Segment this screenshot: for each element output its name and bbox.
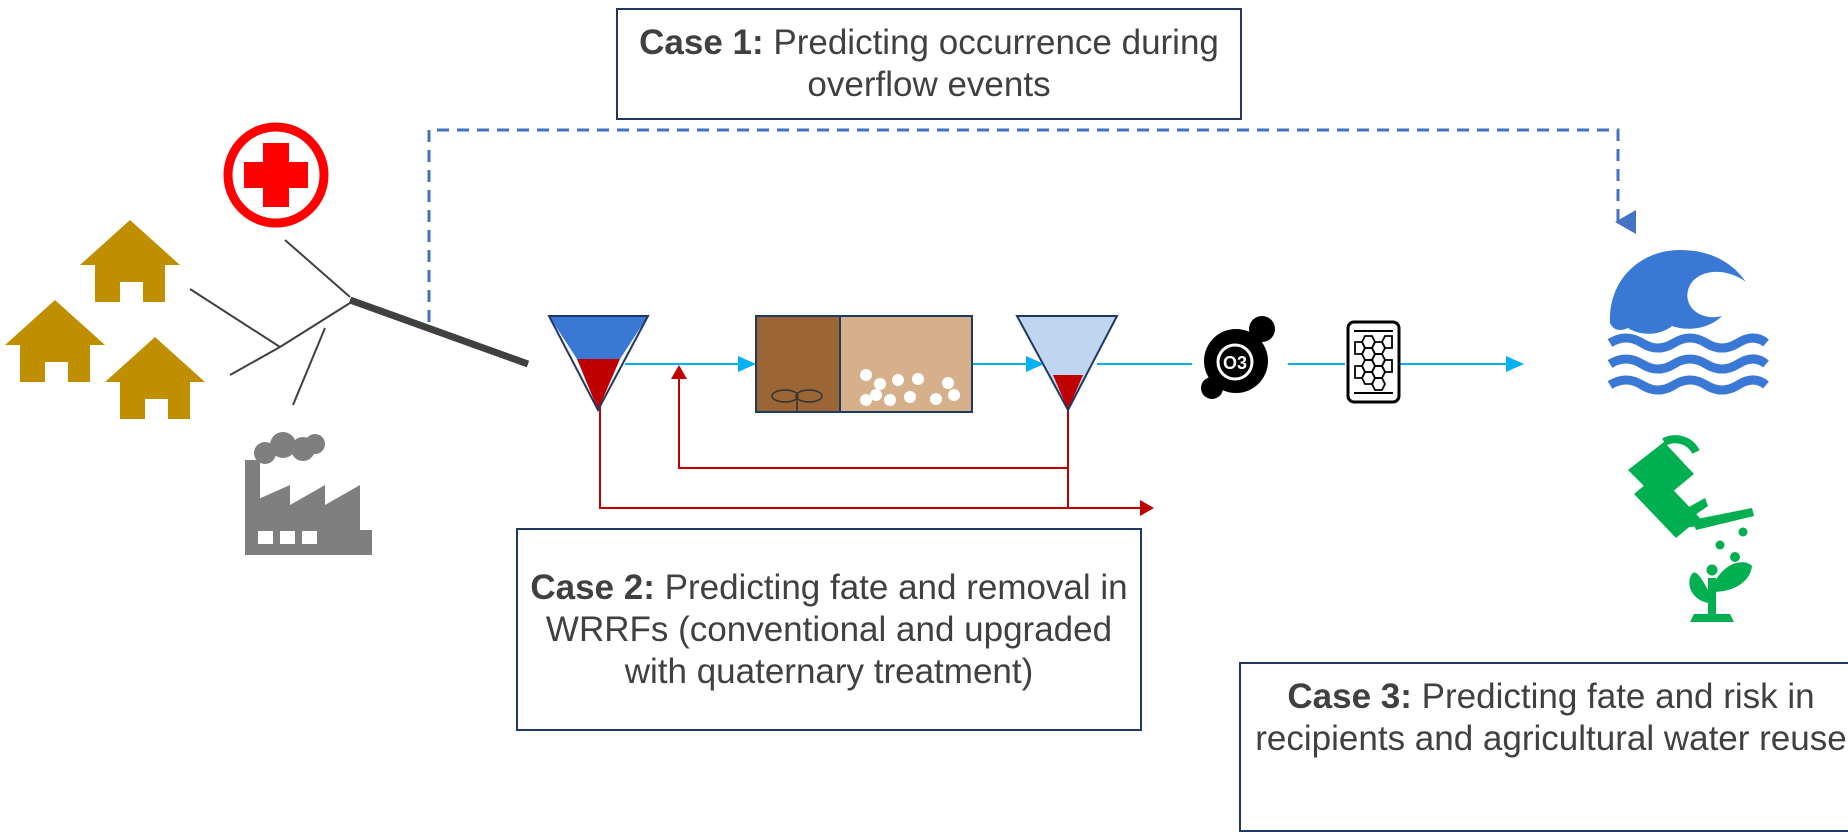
- case2-text: Predicting fate and removal in WRRFs (co…: [545, 567, 1128, 691]
- aeration-bubbles: [860, 369, 960, 406]
- activated-carbon-filter-icon: [1346, 320, 1401, 404]
- wastewater-diagram: O3: [5, 122, 1769, 622]
- house-icon: [80, 220, 180, 302]
- house-icon: [5, 300, 105, 382]
- case1-text: Predicting occurrence during overflow ev…: [773, 23, 1219, 104]
- watering-can-plant-icon: [1628, 435, 1754, 622]
- case1-box: Case 1: Predicting occurrence during ove…: [616, 8, 1242, 120]
- sewer-network: [189, 239, 530, 406]
- mixer-icon: [771, 389, 823, 412]
- ozone-o3-icon: O3: [1201, 316, 1275, 399]
- water-wave-icon: [1607, 250, 1769, 395]
- ozone-label: O3: [1223, 353, 1247, 373]
- sludge-lines: [599, 365, 1154, 516]
- case3-box: Case 3: Predicting fate and risk in reci…: [1239, 662, 1848, 832]
- case2-box: Case 2: Predicting fate and removal in W…: [516, 528, 1142, 731]
- bioreactor: [755, 315, 973, 413]
- secondary-clarifier: [1015, 315, 1119, 413]
- case3-label: Case 3:: [1287, 677, 1412, 716]
- factory-icon: [245, 432, 372, 555]
- case1-label: Case 1:: [639, 23, 764, 62]
- house-icon: [105, 337, 205, 419]
- case3-text: Predicting fate and risk in recipients a…: [1255, 677, 1847, 758]
- hospital-cross-icon: [223, 122, 329, 228]
- case2-label: Case 2:: [530, 567, 655, 607]
- primary-clarifier: [547, 315, 650, 413]
- overflow-dashed-line: [427, 128, 1636, 322]
